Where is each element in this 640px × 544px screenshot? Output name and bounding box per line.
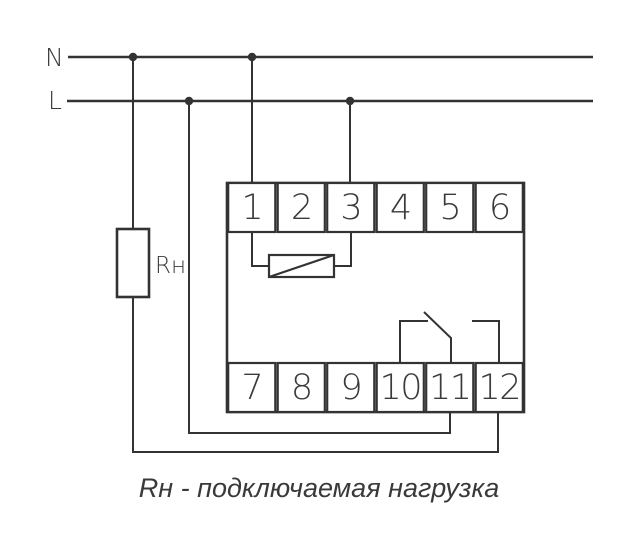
terminal-6-label: 6 — [489, 188, 510, 228]
relay-fixed-contact-terminal-10 — [399, 320, 428, 363]
terminal-4-label: 4 — [390, 188, 411, 228]
terminal-3-label: 3 — [340, 188, 361, 228]
terminal-cell-5 — [425, 181, 475, 234]
load-resistor-label: Rн — [155, 253, 186, 279]
l-bus-label: L — [48, 86, 62, 115]
terminal-cell-8 — [276, 361, 326, 414]
caption: Rн - подключаемая нагрузка — [139, 473, 500, 503]
terminal-8-label: 8 — [291, 368, 312, 408]
terminal-5-label: 5 — [439, 188, 460, 228]
timer-wire-from-terminal-3 — [334, 232, 352, 267]
wiring — [132, 57, 499, 453]
device-outline — [225, 181, 526, 414]
terminal-cell-1 — [227, 181, 277, 234]
relay-contact-symbol — [399, 311, 500, 363]
terminal-11-label: 11 — [429, 368, 471, 408]
terminal-12-label: 12 — [479, 368, 521, 408]
bottom-terminal-row: 7 8 9 10 11 12 — [227, 361, 524, 414]
terminal-cell-11 — [425, 361, 475, 414]
terminal-9-label: 9 — [340, 368, 361, 408]
power-bus: N L — [45, 43, 593, 115]
terminal-cell-10 — [375, 361, 425, 414]
load-resistor-body — [115, 227, 151, 299]
terminal-cell-4 — [375, 181, 425, 234]
terminal-cell-12 — [474, 361, 524, 414]
terminal-2-label: 2 — [291, 188, 312, 228]
terminal-cell-2 — [276, 181, 326, 234]
terminal-cell-6 — [474, 181, 524, 234]
n-bus-label: N — [45, 43, 64, 72]
terminal-cell-7 — [227, 361, 277, 414]
terminal-7-label: 7 — [241, 368, 262, 408]
timer-element-box — [267, 253, 336, 279]
timer-wire-from-terminal-1 — [251, 232, 269, 267]
relay-moving-blade-terminal-11 — [423, 311, 452, 363]
relay-fixed-contact-terminal-12 — [472, 320, 500, 363]
timer-coil-symbol — [251, 232, 352, 279]
load-resistor: Rн — [115, 227, 186, 299]
terminal-10-label: 10 — [380, 368, 422, 408]
wire-l-to-terminal-11 — [188, 101, 451, 434]
terminal-cell-9 — [326, 361, 376, 414]
terminal-1-label: 1 — [241, 188, 262, 228]
wire-load-to-terminal-12 — [132, 297, 499, 453]
timer-element-diagonal — [268, 253, 335, 279]
terminal-cell-3 — [326, 181, 376, 234]
top-terminal-row: 1 2 3 4 5 6 — [227, 181, 524, 234]
relay-device: 1 2 3 4 5 6 7 8 9 10 11 12 — [225, 181, 526, 414]
